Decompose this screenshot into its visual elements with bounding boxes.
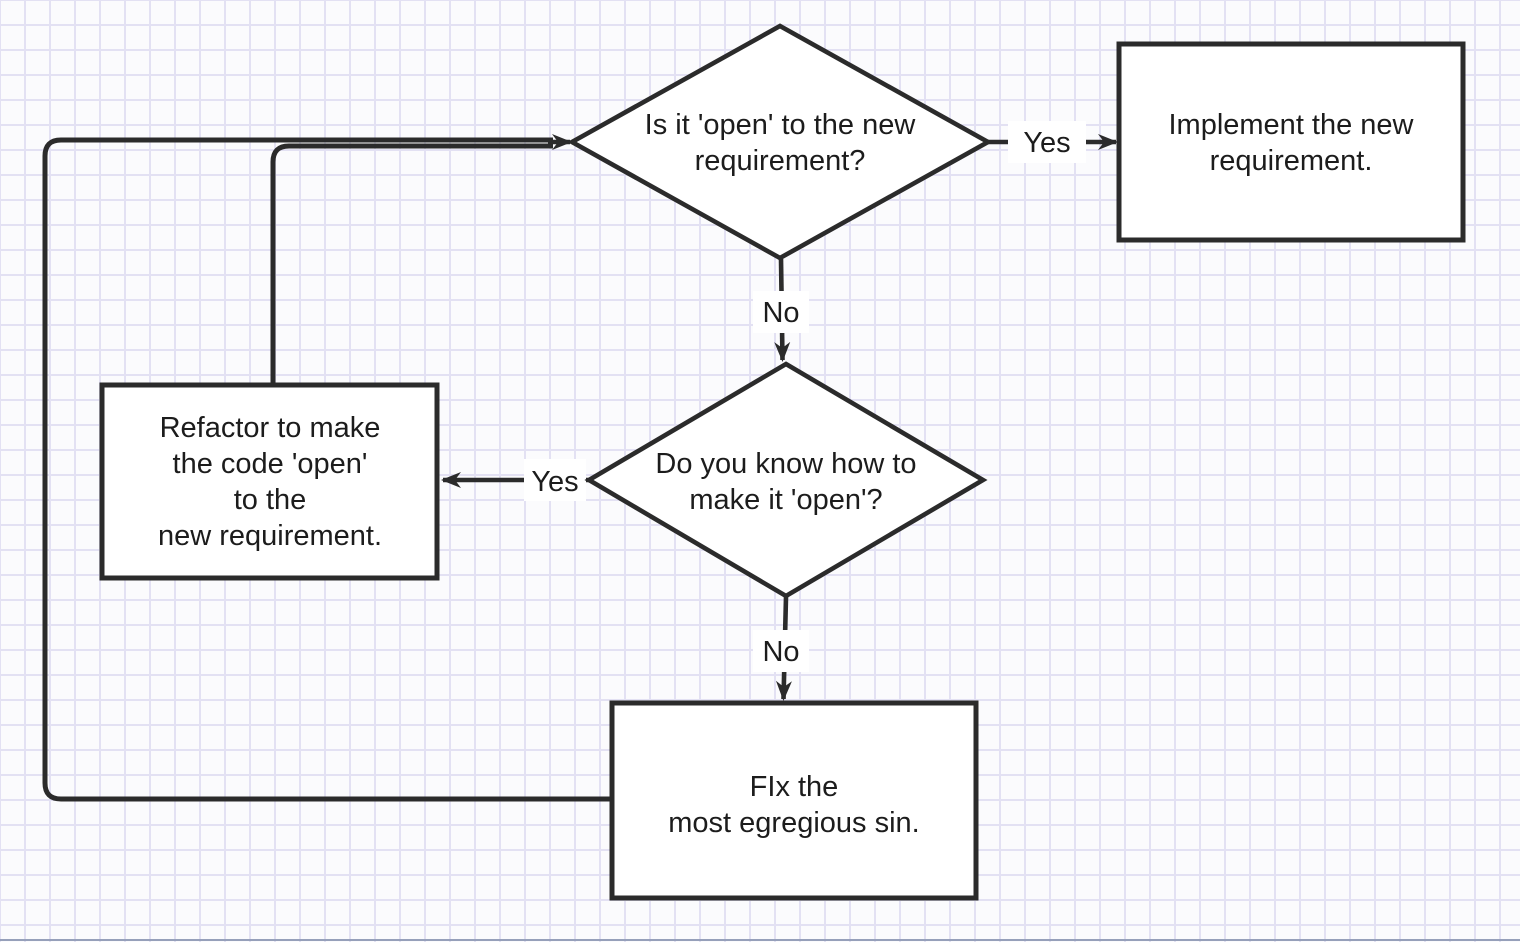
process-refactor-text-line3: to the (234, 484, 307, 516)
process-fix-sin-text-line1: FIx the (750, 771, 839, 803)
edge-label-bg (524, 459, 586, 501)
edge-label-open-no: No (762, 297, 799, 329)
edge-label-bg (1008, 121, 1086, 163)
edge-label-know-yes: Yes (531, 466, 578, 498)
edge-label-backgrounds (524, 121, 1086, 672)
process-refactor-text-line4: new requirement. (158, 520, 382, 552)
edge-label-bg (753, 291, 809, 333)
decision-is-open-text-line2: requirement? (695, 145, 866, 177)
process-refactor-text-line1: Refactor to make (160, 412, 381, 444)
process-implement-text-line1: Implement the new (1168, 109, 1414, 141)
process-refactor-text-line2: the code 'open' (173, 448, 368, 480)
process-implement-text-line2: requirement. (1210, 145, 1373, 177)
decision-is-open-text-line1: Is it 'open' to the new (645, 109, 917, 141)
decision-know-how-text-line2: make it 'open'? (689, 484, 882, 516)
decision-know-how-text-line1: Do you know how to (655, 448, 916, 480)
edge-label-bg (753, 630, 809, 672)
diagram-text: Is it 'open' to the new requirement? Imp… (158, 109, 1415, 839)
process-fix-sin-box (609, 700, 979, 901)
edge-fix-sin-loop-line (42, 137, 613, 802)
edge-label-open-yes: Yes (1023, 127, 1070, 159)
node-shapes (99, 23, 1466, 901)
edge-label-know-no: No (762, 636, 799, 668)
decision-is-open-diamond (567, 23, 993, 261)
process-fix-sin-text-line2: most egregious sin. (668, 807, 919, 839)
process-refactor-box (99, 382, 440, 581)
edge-refactor-loop-line (270, 143, 553, 387)
process-implement-box (1116, 41, 1466, 243)
decision-know-how-diamond (584, 361, 988, 599)
